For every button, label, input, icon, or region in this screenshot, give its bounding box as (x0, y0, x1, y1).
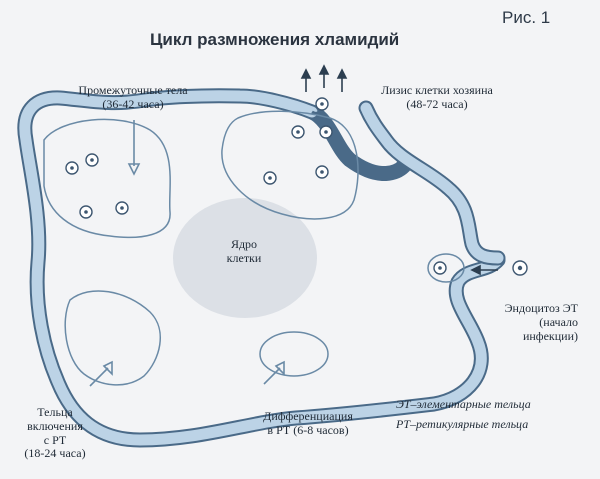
label-intermediate-line2: (36-42 часа) (102, 96, 164, 111)
label-nucleus: Ядро клетки (214, 237, 274, 266)
legend-rt: РТ–ретикулярные тельца (396, 417, 529, 431)
label-endocytosis-line3: инфекции) (522, 328, 578, 343)
label-inclusion-line3: с РТ (43, 432, 67, 447)
label-differentiation-line2: в РТ (6-8 часов) (267, 422, 349, 437)
inclusion-body-upper (43, 118, 171, 239)
label-nucleus-line2: клетки (226, 250, 262, 265)
diagram-title: Цикл размножения хламидий (150, 30, 400, 49)
label-nucleus-line1: Ядро (230, 237, 258, 251)
label-endocytosis-line2: (начало (539, 314, 578, 329)
label-intermediate-line1: Промежуточные тела (78, 83, 188, 97)
label-endocytosis-line1: Эндоцитоз ЭТ (504, 301, 578, 315)
label-lysis-line2: (48-72 часа) (406, 96, 468, 111)
endocytosis-vacuole (427, 253, 465, 283)
arrows (89, 64, 498, 387)
label-inclusion-line1: Тельца (37, 405, 73, 419)
inclusion-body-lower (64, 290, 161, 386)
label-differentiation-line1: Дифференциация (263, 409, 353, 423)
figure-label: Рис. 1 (502, 8, 551, 27)
label-endocytosis: Эндоцитоз ЭТ (начало инфекции) (466, 301, 578, 343)
host-cell-membrane (17, 88, 506, 448)
host-nucleus (173, 198, 317, 318)
label-inclusion-line4: (18-24 часа) (24, 446, 86, 461)
inclusion-body-lysis (221, 110, 359, 220)
label-inclusion: Тельца включения с РТ (18-24 часа) (10, 405, 100, 461)
label-lysis: Лизис клетки хозяина (48-72 часа) (362, 83, 512, 112)
label-lysis-line1: Лизис клетки хозяина (381, 83, 493, 97)
label-intermediate: Промежуточные тела (36-42 часа) (58, 83, 208, 112)
vacuole-differentiation (259, 331, 329, 377)
label-differentiation: Дифференциация в РТ (6-8 часов) (248, 409, 368, 438)
legend-et: ЭТ–элементарные тельца (396, 397, 531, 411)
label-inclusion-line2: включения (27, 418, 83, 433)
